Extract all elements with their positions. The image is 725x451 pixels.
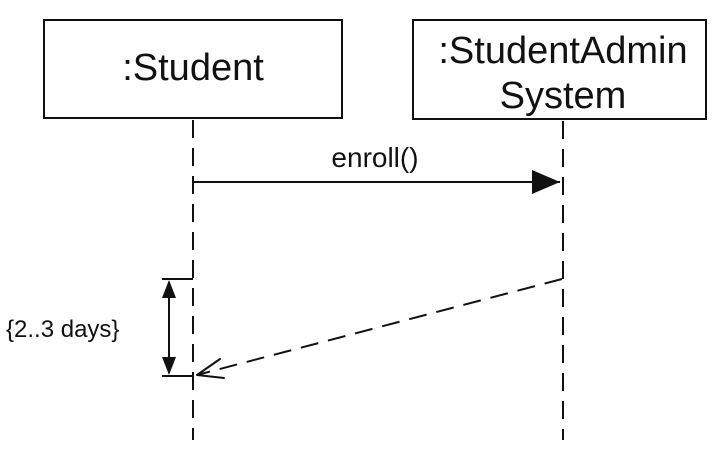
return-message <box>196 278 563 379</box>
return-message-line <box>196 278 563 376</box>
participant-title-line-1: :StudentAdmin <box>438 30 687 72</box>
duration-constraint: {2..3 days} <box>6 278 193 377</box>
participant-student: :Student <box>43 19 343 119</box>
constraint-down-arrow-icon <box>162 357 176 375</box>
constraint-label: {2..3 days} <box>6 316 119 343</box>
participant-box-student-admin-system <box>412 19 707 120</box>
constraint-up-arrow-icon <box>162 280 176 298</box>
open-arrowhead-icon <box>196 358 225 379</box>
participant-title-student: :Student <box>122 47 264 89</box>
message-label-enroll: enroll() <box>331 142 418 173</box>
participant-title-line-2: System <box>500 75 627 117</box>
participant-box-student <box>43 19 343 119</box>
message-enroll: enroll() <box>193 142 560 194</box>
participant-student-admin-system: :StudentAdmin System <box>412 19 707 120</box>
